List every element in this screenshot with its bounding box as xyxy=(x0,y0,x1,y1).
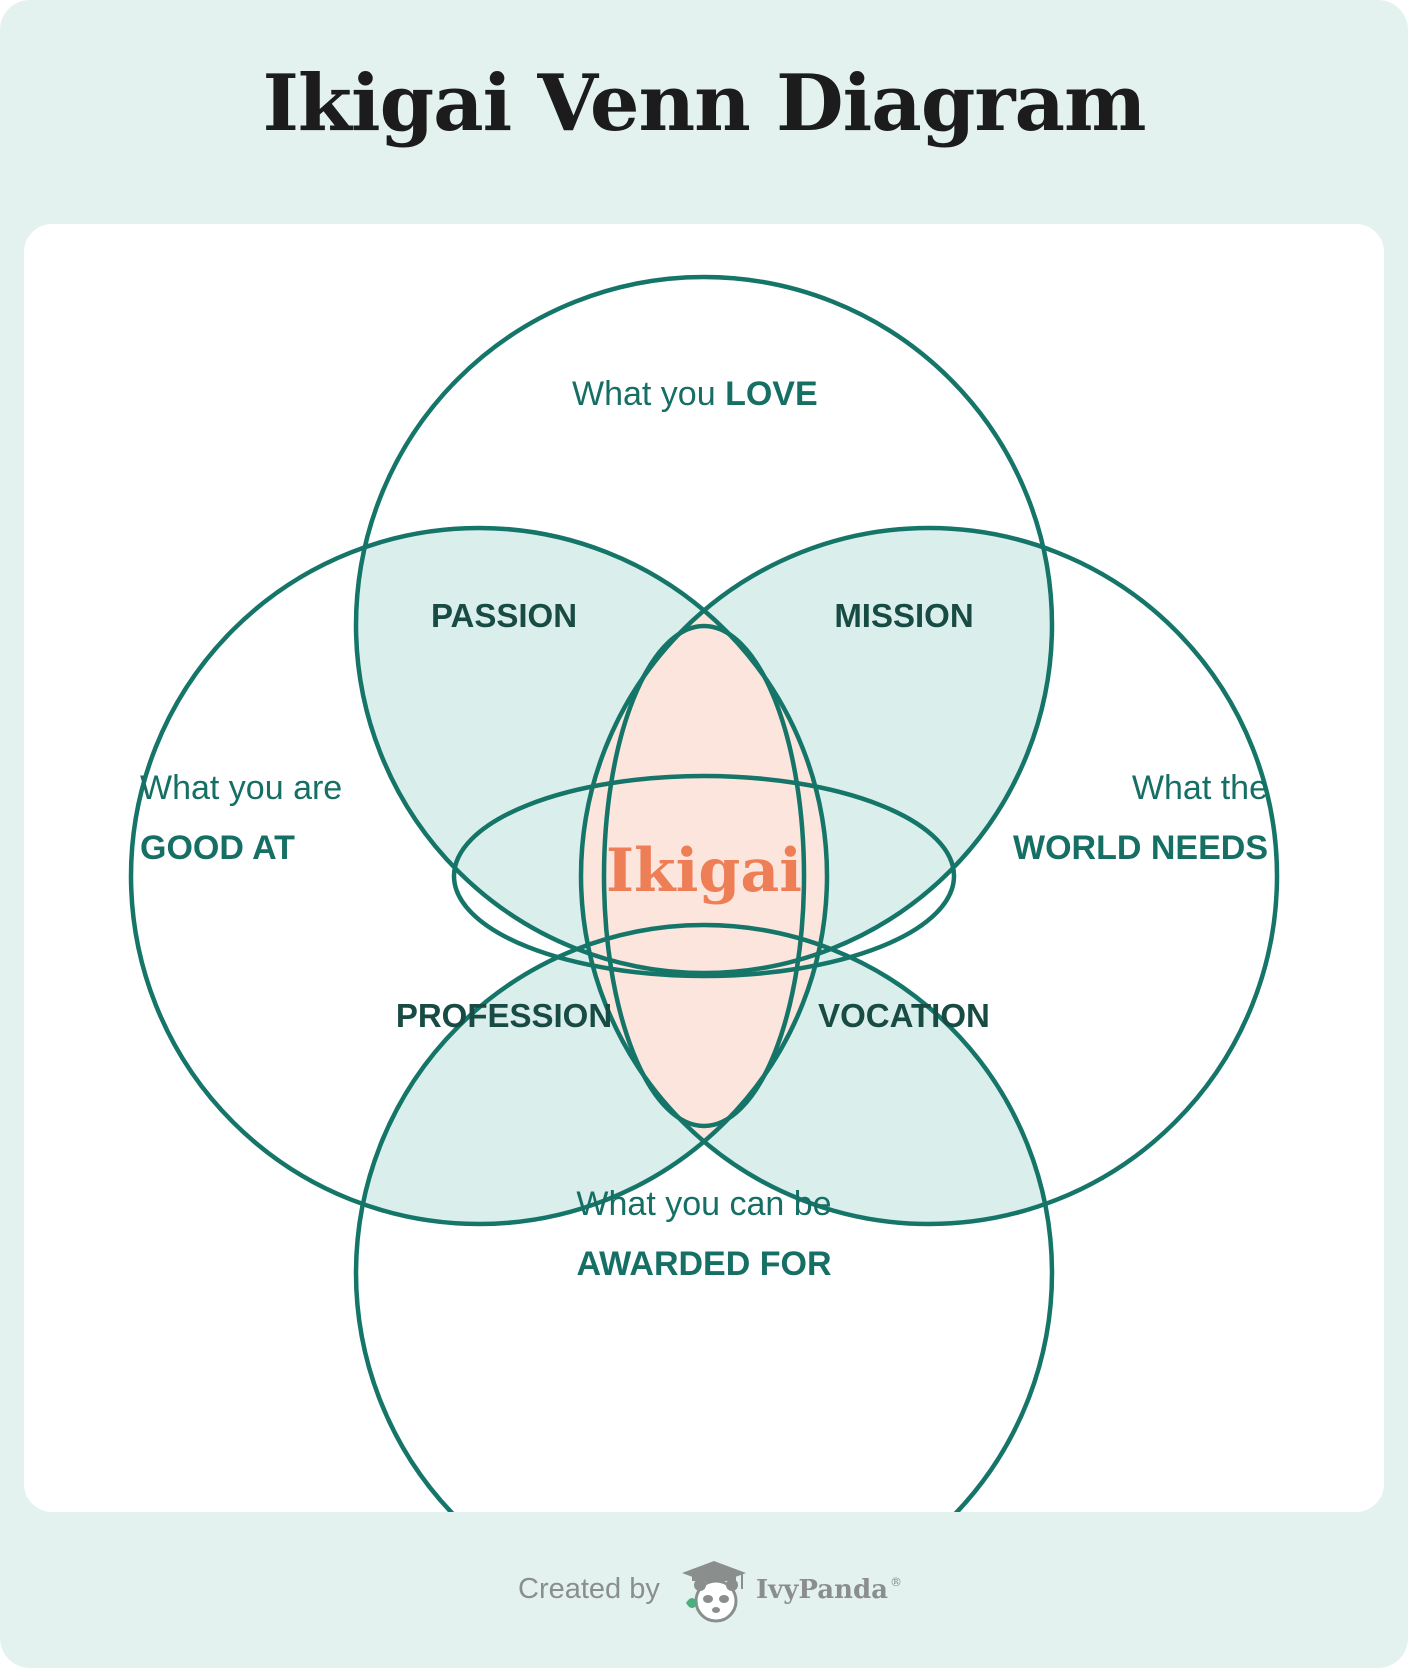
label-love: What you LOVE xyxy=(572,374,818,414)
brand-name: IvyPanda xyxy=(756,1575,889,1605)
zone-profession: PROFESSION xyxy=(395,997,613,1034)
created-by-text: Created by xyxy=(518,1573,660,1605)
zone-mission: MISSION xyxy=(834,597,974,634)
circle-world-needs xyxy=(578,525,1280,1227)
diagram-card: What you LOVE What you are GOOD AT What … xyxy=(24,224,1384,1512)
registered-mark: ® xyxy=(890,1575,903,1589)
inner-vertical-lens xyxy=(601,623,807,1129)
footer: Created by IvyPanda® xyxy=(0,1555,1408,1627)
ivypanda-brand: IvyPanda® xyxy=(756,1575,902,1605)
label-world-needs: What the WORLD NEEDS xyxy=(1013,768,1268,868)
ikigai-center-region xyxy=(581,528,827,1224)
label-awarded-line2: AWARDED FOR xyxy=(576,1245,832,1283)
label-world-needs-line2: WORLD NEEDS xyxy=(1013,829,1268,867)
venn-diagram xyxy=(128,274,1280,1512)
label-awarded-for: What you can be AWARDED FOR xyxy=(576,1184,831,1284)
label-awarded-line1: What you can be xyxy=(576,1185,832,1223)
zone-passion: PASSION xyxy=(430,597,578,634)
circle-awarded-for xyxy=(353,922,1055,1512)
label-love-bold: LOVE xyxy=(725,375,818,413)
zone-vocation: VOCATION xyxy=(818,997,990,1034)
ivypanda-logo-icon xyxy=(682,1561,746,1623)
center-ikigai: Ikigai xyxy=(605,836,803,906)
inner-horizontal-lens xyxy=(451,773,957,979)
label-good-at: What you are GOOD AT xyxy=(140,768,342,868)
label-love-text: What you xyxy=(572,375,726,413)
label-good-at-line2: GOOD AT xyxy=(140,829,295,867)
page-title: Ikigai Venn Diagram xyxy=(262,58,1146,149)
circle-love xyxy=(353,274,1055,976)
label-world-needs-line1: What the xyxy=(1131,769,1268,807)
label-good-at-line1: What you are xyxy=(140,769,343,807)
circle-good-at xyxy=(128,525,830,1227)
